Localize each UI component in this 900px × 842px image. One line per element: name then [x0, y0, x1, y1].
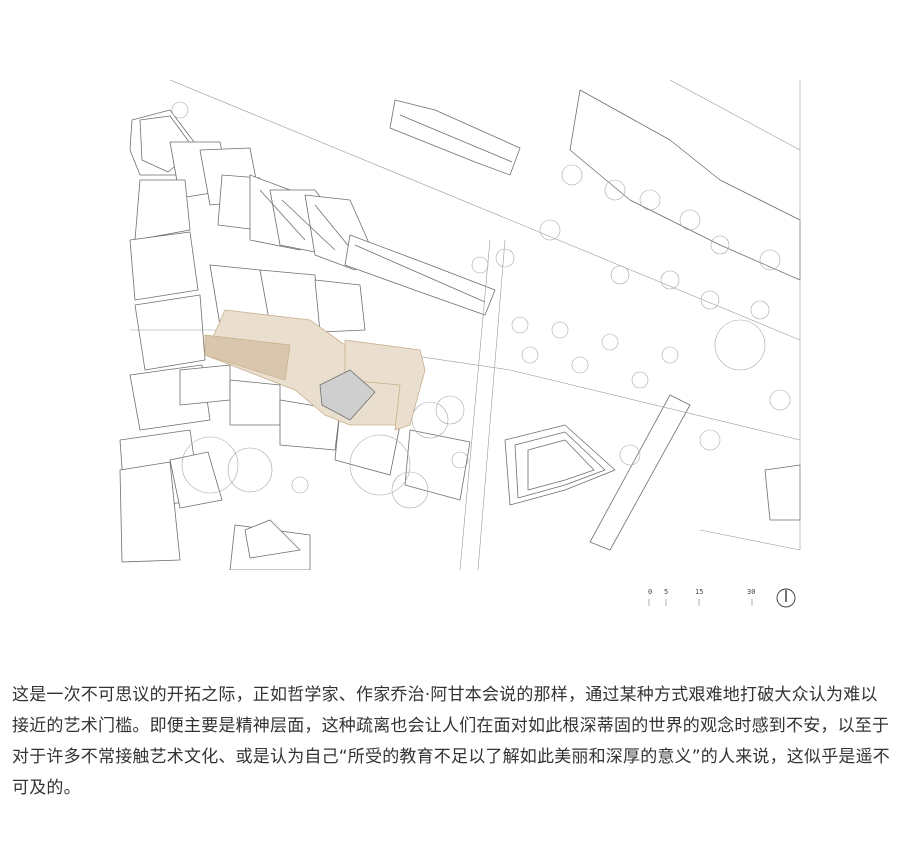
tree: [710, 235, 730, 255]
tree: [660, 270, 680, 290]
article-paragraph: 这是一次不可思议的开拓之际，正如哲学家、作家乔治·阿甘本会说的那样，通过某种方式…: [12, 685, 891, 798]
tree: [227, 447, 273, 493]
scale-tick-30: 30: [747, 588, 755, 596]
tree: [391, 471, 429, 509]
tree: [561, 164, 583, 186]
tree: [181, 436, 239, 494]
project-site-courtyard: [204, 334, 291, 381]
tree: [291, 476, 309, 494]
scale-tick-5: 5: [664, 588, 668, 596]
scale-tick-0: 0: [648, 588, 652, 596]
existing-building: [319, 369, 376, 421]
building: [119, 461, 181, 563]
north-arrow-icon: [776, 588, 796, 608]
tree: [601, 333, 619, 351]
tree: [714, 319, 766, 371]
building: [344, 234, 496, 316]
tree: [451, 451, 469, 469]
tree: [495, 248, 515, 268]
tree: [604, 179, 626, 201]
tree: [699, 429, 721, 451]
tree: [750, 300, 770, 320]
tree: [769, 389, 791, 411]
building: [504, 424, 616, 506]
building: [314, 279, 366, 333]
building: [404, 429, 471, 501]
building: [244, 519, 301, 559]
building: [589, 394, 691, 551]
tree: [435, 395, 465, 425]
building: [179, 364, 231, 406]
tree: [661, 346, 679, 364]
tree: [571, 356, 589, 374]
tree: [610, 265, 630, 285]
tree: [411, 401, 449, 439]
tree: [551, 321, 569, 339]
tree: [619, 444, 641, 466]
tree: [679, 209, 701, 231]
building: [389, 99, 521, 176]
tree: [511, 316, 529, 334]
tree: [471, 256, 489, 274]
scale-tick-15: 15: [695, 588, 703, 596]
building: [569, 89, 801, 281]
tree: [171, 101, 189, 119]
building: [129, 231, 199, 301]
tree: [349, 434, 411, 496]
building: [134, 179, 191, 241]
tree: [521, 346, 539, 364]
building: [169, 451, 223, 509]
tree: [759, 249, 781, 271]
tree: [631, 371, 649, 389]
scale-bar: 0 5 15 30: [648, 588, 796, 608]
building: [134, 294, 206, 371]
tree: [700, 290, 720, 310]
building: [229, 379, 281, 426]
building: [764, 464, 801, 521]
tree: [639, 189, 661, 211]
site-plan-map: [119, 80, 801, 570]
tree: [539, 219, 561, 241]
